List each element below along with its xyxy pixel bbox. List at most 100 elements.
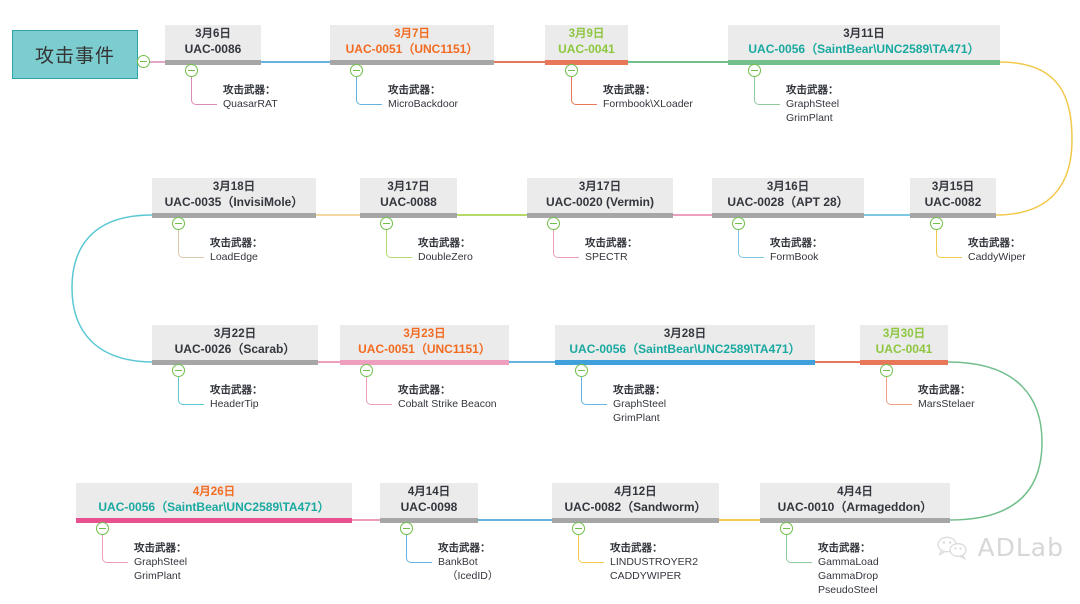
weapon-name: CaddyWiper	[968, 251, 1026, 264]
weapon-label-title: 攻击武器：	[388, 84, 441, 96]
timeline-bar-segment	[910, 213, 996, 218]
timeline-bar-segment	[760, 518, 950, 523]
event-date: 3月30日	[882, 327, 926, 340]
weapon-leader-line	[786, 535, 812, 563]
event-collapse-marker-icon[interactable]	[930, 217, 943, 230]
event-actor: UAC-0086	[184, 41, 242, 56]
timeline-bar-segment	[340, 360, 509, 365]
event-actor: UAC-0035（InvisiMole）	[164, 194, 304, 209]
timeline-bar-segment	[728, 60, 1000, 65]
event-date: 3月17日	[578, 180, 622, 193]
weapon-leader-line	[571, 77, 597, 105]
weapon-label: 攻击武器：FormBook	[770, 236, 823, 264]
event-collapse-marker-icon[interactable]	[96, 522, 109, 535]
event-collapse-marker-icon[interactable]	[748, 64, 761, 77]
event-date: 3月22日	[213, 327, 257, 340]
event-collapse-marker-icon[interactable]	[780, 522, 793, 535]
weapon-leader-line	[886, 377, 912, 405]
weapon-leader-line	[581, 377, 607, 405]
weapon-name: MicroBackdoor	[388, 98, 459, 111]
timeline-gap-connector	[261, 61, 330, 63]
event-collapse-marker-icon[interactable]	[172, 217, 185, 230]
root-marker-icon[interactable]	[137, 55, 150, 68]
timeline-gap-connector	[509, 361, 555, 363]
event-collapse-marker-icon[interactable]	[380, 217, 393, 230]
weapon-name: GammaLoad	[818, 556, 879, 569]
weapon-label: 攻击武器： CaddyWiper	[968, 236, 1026, 264]
event-date: 4月14日	[407, 485, 451, 498]
weapon-leader-line	[102, 535, 128, 563]
event-date: 4月12日	[614, 485, 657, 498]
event-collapse-marker-icon[interactable]	[880, 364, 893, 377]
event-actor: UAC-0026（Scarab）	[174, 341, 296, 356]
event-actor: UAC-0051（UNC1151）	[358, 341, 491, 356]
weapon-name: GammaDrop	[818, 570, 879, 583]
watermark-text: ADLab	[977, 533, 1064, 562]
timeline-gap-connector	[864, 214, 910, 216]
event-actor: UAC-0056（SaintBear\UNC2589\TA471）	[98, 499, 330, 514]
weapon-label-title: 攻击武器：	[968, 237, 1021, 249]
event-collapse-marker-icon[interactable]	[547, 217, 560, 230]
timeline-bar-segment	[380, 518, 478, 523]
timeline-gap-connector	[478, 519, 552, 521]
timeline-bar-segment	[152, 213, 316, 218]
weapon-label: 攻击武器：QuasarRAT	[223, 83, 278, 111]
weapon-label: 攻击武器：HeaderTip	[210, 383, 263, 411]
event-collapse-marker-icon[interactable]	[172, 364, 185, 377]
weapon-label-title: 攻击武器：	[210, 384, 263, 396]
event-collapse-marker-icon[interactable]	[732, 217, 745, 230]
event-collapse-marker-icon[interactable]	[572, 522, 585, 535]
timeline-gap-connector	[457, 214, 527, 216]
event-date: 4月4日	[837, 485, 873, 498]
weapon-label-title: 攻击武器：	[398, 384, 451, 396]
event-collapse-marker-icon[interactable]	[360, 364, 373, 377]
event-collapse-marker-icon[interactable]	[565, 64, 578, 77]
timeline-bar-segment	[360, 213, 457, 218]
weapon-leader-line	[754, 77, 780, 105]
weapon-leader-line	[366, 377, 392, 405]
event-actor: UAC-0098	[400, 499, 458, 514]
weapon-name: GraphSteel	[786, 98, 840, 111]
weapon-name: SPECTR	[585, 251, 628, 264]
weapon-label: 攻击武器：DoubleZero	[418, 236, 473, 264]
event-date: 3月11日	[843, 27, 885, 40]
event-collapse-marker-icon[interactable]	[575, 364, 588, 377]
timeline-bar-segment	[330, 60, 494, 65]
timeline-gap-connector	[494, 61, 545, 63]
weapon-label-title: 攻击武器：	[210, 237, 263, 249]
weapon-label: 攻击武器：MarsStelaer	[918, 383, 975, 411]
weapon-leader-line	[191, 77, 217, 105]
event-actor: UAC-0028（APT 28）	[727, 194, 849, 209]
event-actor: UAC-0082（Sandworm）	[564, 499, 707, 514]
weapon-name: GrimPlant	[134, 570, 181, 583]
weapon-name: （IcedID）	[447, 570, 499, 583]
event-date: 3月7日	[394, 27, 430, 40]
event-collapse-marker-icon[interactable]	[400, 522, 413, 535]
root-event-box[interactable]: 攻击事件	[12, 30, 138, 79]
event-actor: UAC-0020 (Vermin)	[545, 194, 655, 209]
event-collapse-marker-icon[interactable]	[350, 64, 363, 77]
timeline-bar-segment	[712, 213, 864, 218]
event-collapse-marker-icon[interactable]	[185, 64, 198, 77]
timeline-gap-connector	[628, 61, 728, 63]
